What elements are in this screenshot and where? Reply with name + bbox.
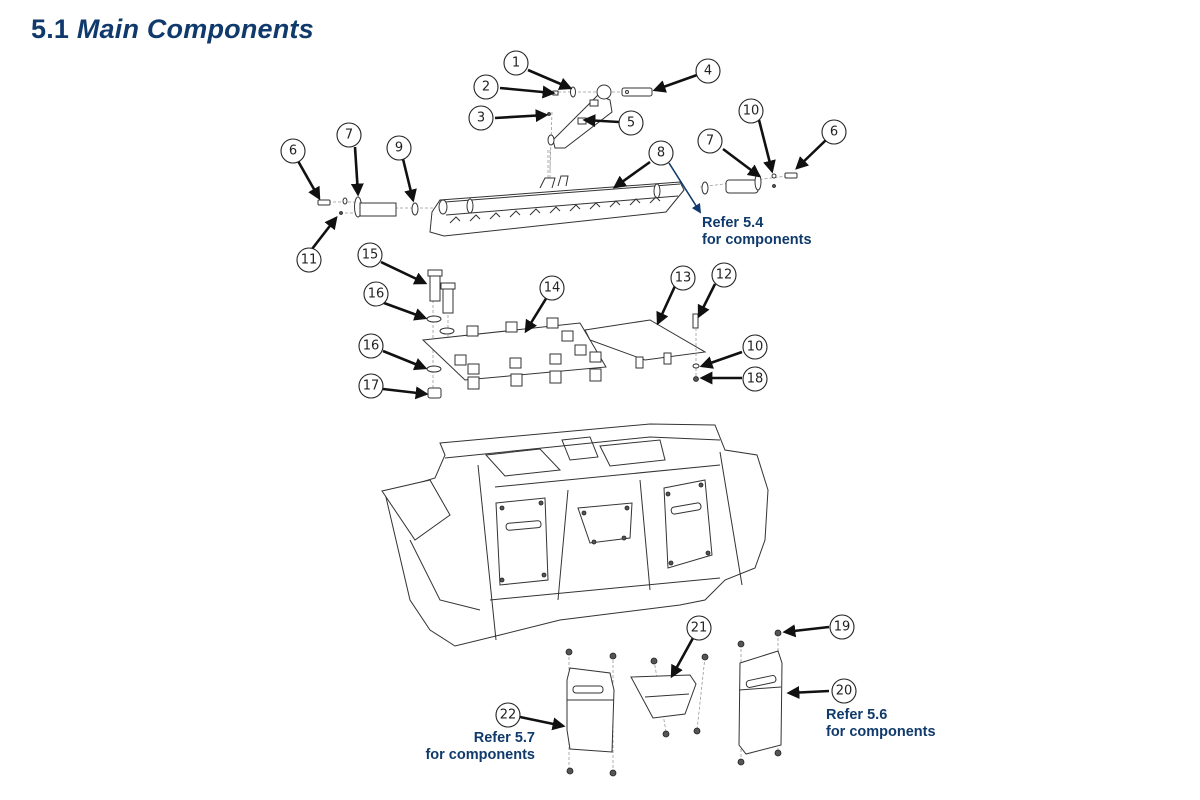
callout-14: 14 [539, 275, 565, 301]
svg-text:4: 4 [704, 64, 712, 79]
mounting-plates [421, 269, 707, 399]
section-number: 5.1 [31, 14, 70, 44]
svg-text:10: 10 [743, 104, 760, 119]
svg-text:17: 17 [363, 379, 380, 394]
svg-text:22: 22 [500, 708, 517, 723]
svg-text:12: 12 [716, 268, 733, 283]
callout-13: 13 [670, 265, 696, 291]
reference-5-4-line1: Refer 5.4 [702, 215, 764, 231]
svg-text:15: 15 [362, 248, 379, 263]
svg-text:19: 19 [834, 620, 851, 635]
callout-20: 20 [831, 678, 857, 704]
callout-16-bottom: 16 [358, 333, 384, 359]
reference-5-4-line2: for components [702, 232, 812, 248]
svg-text:10: 10 [747, 340, 764, 355]
callout-7-right: 7 [697, 128, 723, 154]
svg-text:7: 7 [706, 134, 714, 149]
callout-1: 1 [503, 50, 529, 76]
main-housing [381, 423, 769, 647]
svg-text:14: 14 [544, 281, 561, 296]
reference-note-5-4: Refer 5.4 for components [702, 215, 812, 249]
svg-text:21: 21 [691, 621, 708, 636]
callout-21: 21 [686, 615, 712, 641]
reference-5-6-line1: Refer 5.6 [826, 707, 888, 723]
svg-text:2: 2 [482, 80, 490, 95]
svg-text:16: 16 [368, 287, 385, 302]
callout-2: 2 [473, 74, 499, 100]
callout-4: 4 [695, 58, 721, 84]
callout-9: 9 [386, 135, 412, 161]
svg-text:6: 6 [830, 125, 838, 140]
reference-5-7-line1: Refer 5.7 [473, 730, 535, 746]
svg-text:9: 9 [395, 141, 403, 156]
section-title: Main Components [76, 14, 314, 44]
callout-11: 11 [296, 247, 322, 273]
callout-15: 15 [357, 242, 383, 268]
svg-text:6: 6 [289, 144, 297, 159]
callout-22: 22 [495, 702, 521, 728]
callout-6-left: 6 [280, 138, 306, 164]
reference-5-7-line2: for components [425, 747, 535, 763]
svg-text:5: 5 [627, 116, 635, 131]
callout-19: 19 [829, 614, 855, 640]
reference-5-6-line2: for components [826, 724, 936, 740]
side-covers [565, 629, 783, 777]
svg-text:11: 11 [301, 253, 318, 268]
callout-16-top: 16 [363, 281, 389, 307]
reference-note-5-7: Refer 5.7 for components [415, 730, 535, 764]
callout-17: 17 [358, 373, 384, 399]
svg-text:8: 8 [657, 146, 665, 161]
svg-text:18: 18 [747, 372, 764, 387]
svg-text:1: 1 [512, 56, 520, 71]
section-heading: 5.1 Main Components [31, 14, 314, 45]
svg-text:20: 20 [836, 684, 853, 699]
callout-12: 12 [711, 262, 737, 288]
callout-6-right: 6 [821, 119, 847, 145]
svg-text:13: 13 [675, 271, 692, 286]
callout-5: 5 [618, 110, 644, 136]
leader-arrows [296, 68, 830, 731]
callout-18: 18 [742, 366, 768, 392]
linkage-assembly [547, 84, 653, 185]
svg-text:16: 16 [363, 339, 380, 354]
rotor-bar-assembly [317, 150, 798, 237]
callout-8: 8 [648, 140, 674, 166]
svg-text:7: 7 [345, 128, 353, 143]
svg-text:3: 3 [477, 111, 485, 126]
callout-10-bottom: 10 [742, 334, 768, 360]
callout-7-left: 7 [336, 122, 362, 148]
callout-10-top: 10 [738, 98, 764, 124]
callout-3: 3 [468, 105, 494, 131]
reference-note-5-6: Refer 5.6 for components [826, 707, 936, 741]
